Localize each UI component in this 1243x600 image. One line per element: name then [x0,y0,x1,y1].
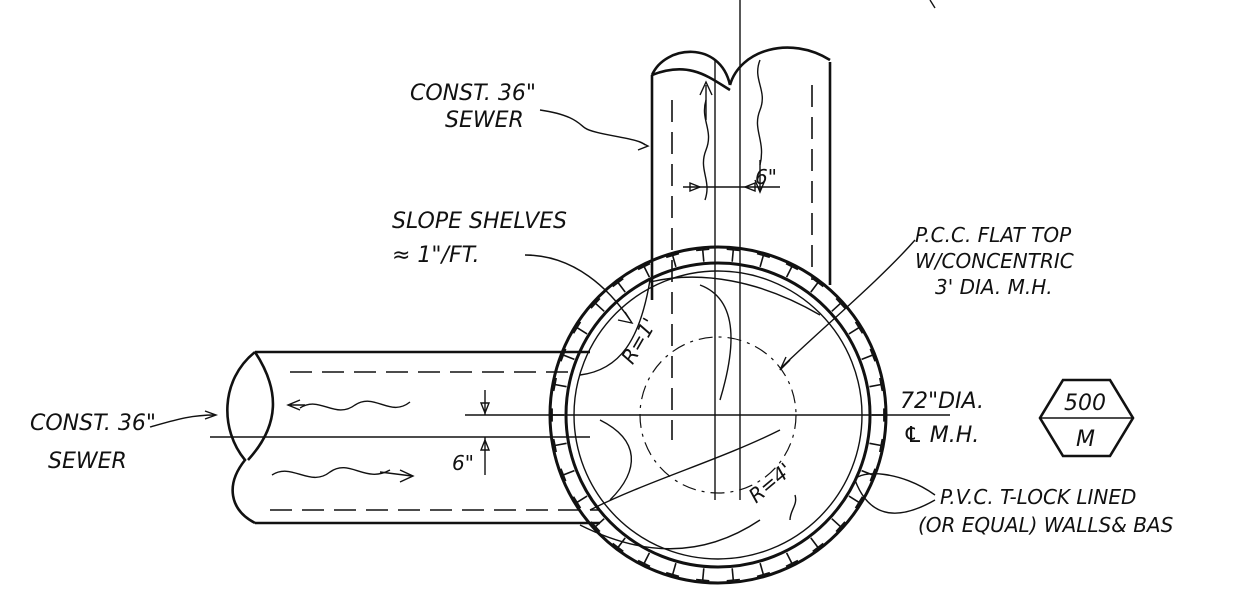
t-lock-mark [554,383,567,388]
dia-label-line2: ℄ M.H. [903,423,979,448]
t-lock-mark [785,266,793,278]
t-lock-mark [671,255,677,268]
t-lock-mark [831,518,842,528]
t-lock-cap [869,348,876,362]
t-lock-mark [671,562,677,575]
slope-label-line1: SLOPE SHELVES [392,209,567,234]
hexagon-bottom-text: M [1076,427,1095,452]
sewer-top-label-line2: SEWER [445,108,524,133]
t-lock-cap [590,521,601,533]
t-lock-mark [617,537,626,548]
t-lock-mark [861,354,874,361]
t-lock-cap [665,252,680,259]
pcc-label-line1: P.C.C. FLAT TOP [915,223,1072,247]
dim-left-label: 6" [452,451,474,475]
t-lock-cap [879,438,884,453]
t-lock-mark [562,469,575,476]
t-lock-cap [552,438,557,453]
t-lock-marks [551,248,885,582]
t-lock-mark [759,562,765,575]
t-lock-cap [785,262,799,271]
t-lock-mark [594,518,605,528]
t-lock-cap [696,578,710,582]
t-lock-mark [831,302,842,312]
top-sewer-pipe [650,46,832,440]
t-lock-mark [643,552,651,564]
t-lock-mark [643,266,651,278]
pvc-label-line1: P.V.C. T-LOCK LINED [940,485,1136,509]
dim-top-label: 6" [755,165,777,189]
pvc-label-line2: (OR EQUAL) WALLS& BAS [918,513,1174,537]
sewer-left-label-line1: CONST. 36" [30,411,156,436]
t-lock-cap [572,496,582,509]
t-lock-mark [594,302,605,312]
t-lock-cap [637,559,651,568]
sewer-left-label-line2: SEWER [48,449,127,474]
t-lock-cap [756,571,771,578]
t-lock-cap [869,468,876,482]
t-lock-mark [869,383,882,388]
t-lock-cap [879,377,884,392]
top-dimension: 6" [683,165,780,193]
t-lock-cap [854,321,864,334]
t-lock-mark [810,282,819,293]
t-lock-mark [576,326,588,335]
sewer-top-label-line1: CONST. 36" [410,81,536,106]
t-lock-mark [701,568,705,581]
t-lock-cap [835,297,846,309]
left-dimension: 6" [452,390,491,475]
left-sewer-pipe [226,350,600,525]
radius-4-label: R=4' [744,458,797,508]
t-lock-cap [835,521,846,533]
pcc-label-line3: 3' DIA. M.H. [935,275,1053,299]
t-lock-mark [576,495,588,504]
t-lock-mark [731,249,735,262]
t-lock-cap [560,468,567,482]
t-lock-cap [785,559,799,568]
t-lock-mark [848,495,860,504]
leader-lines [149,109,936,521]
t-lock-mark [848,326,860,335]
manhole-rings [548,245,888,585]
t-lock-cap [812,542,824,553]
t-lock-cap [637,262,651,271]
hexagon-top-text: 500 [1064,391,1106,416]
t-lock-mark [869,442,882,447]
slope-label-line2: ≈ 1"/FT. [392,243,479,268]
shelf-lines [579,276,821,550]
t-lock-cap [612,277,624,288]
t-lock-mark [810,537,819,548]
t-lock-cap [756,252,771,259]
t-lock-cap [552,377,557,392]
t-lock-cap [612,542,624,553]
pcc-label-line2: W/CONCENTRIC [915,249,1074,273]
t-lock-mark [785,552,793,564]
hexagon-symbol: 500 M [1038,378,1135,458]
t-lock-mark [759,255,765,268]
stray-mark [929,0,936,9]
dia-label-line1: 72"DIA. [900,389,984,414]
t-lock-mark [562,354,575,361]
t-lock-mark [617,282,626,293]
t-lock-cap [854,496,864,509]
t-lock-cap [560,348,567,362]
t-lock-mark [554,442,567,447]
t-lock-mark [701,249,705,262]
t-lock-cap [726,578,740,582]
t-lock-cap [726,248,740,252]
t-lock-cap [696,248,710,252]
t-lock-mark [731,568,735,581]
t-lock-cap [812,277,824,288]
t-lock-cap [665,571,680,578]
t-lock-cap [590,297,601,309]
t-lock-cap [572,321,582,334]
